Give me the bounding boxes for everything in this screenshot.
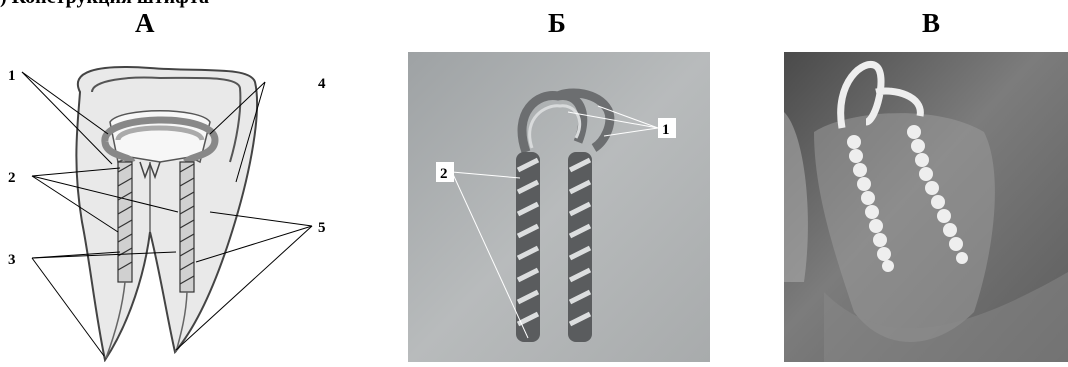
xray-image: [784, 52, 1068, 362]
callout-a-2: 2: [8, 170, 16, 186]
right-twisted-leg: [568, 152, 592, 342]
left-canal-pin: [118, 162, 132, 282]
pin-photo-svg: 1 2: [408, 52, 710, 362]
panel-letter-b: Б: [548, 10, 566, 37]
xray-svg: [784, 52, 1068, 362]
pin-photo: 1 2: [408, 52, 710, 362]
callout-a-4: 4: [318, 76, 326, 92]
panel-letter-c: В: [922, 10, 940, 37]
callout-a-1: 1: [8, 68, 16, 84]
tooth-diagram: 1 2 3 4 5: [0, 52, 340, 362]
left-twisted-leg: [516, 152, 540, 342]
tooth-diagram-svg: 1 2 3 4 5: [0, 52, 340, 362]
callout-b-2: 2: [440, 166, 448, 182]
panel-letter-a: А: [135, 10, 155, 37]
callout-a-3: 3: [8, 252, 16, 268]
right-canal-pin: [180, 162, 194, 292]
figure-caption: ) Конструкция штифта: [0, 0, 209, 9]
callout-b-1: 1: [662, 122, 670, 138]
callout-a-5: 5: [318, 220, 326, 236]
